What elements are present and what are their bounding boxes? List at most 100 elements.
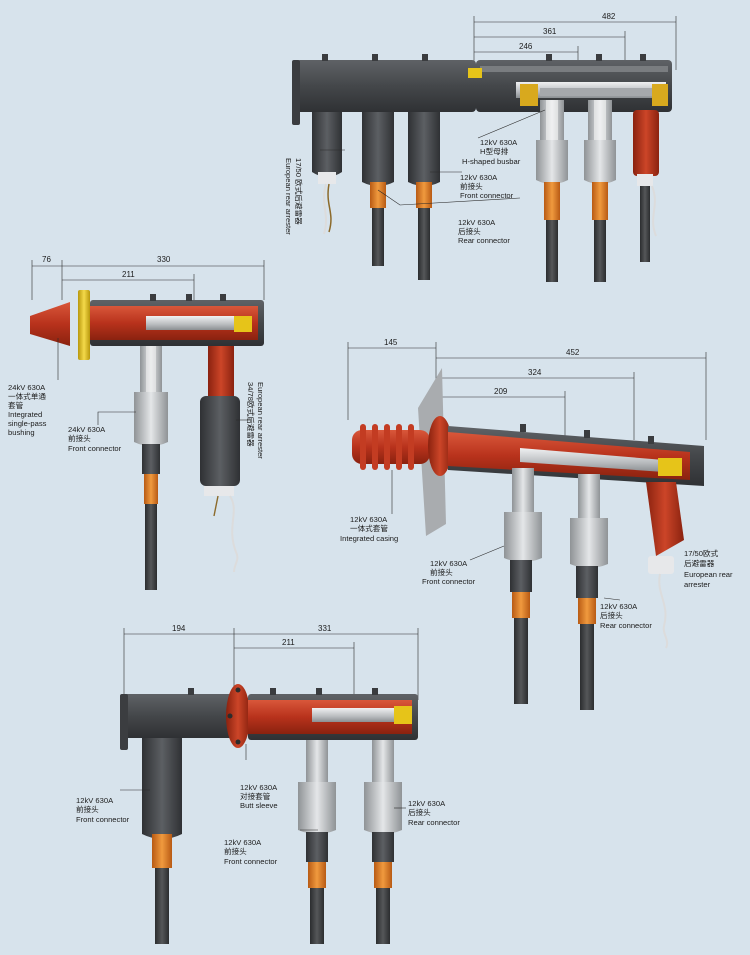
bottom-label-butt-3: Butt sleeve [240,801,278,810]
left-bushing-cone [30,302,70,346]
left-label-front-1: 24kV 630A [68,425,106,434]
bottom-conductor [312,708,398,722]
right-label-rear-2: 后接头 [600,610,623,620]
top-label-busbar-3: H-shaped busbar [462,157,521,166]
left-label-bushing-3: 套管 [8,400,24,410]
right-label-arrester-3: European rear [684,570,733,579]
left-conductor-nut [234,316,252,332]
left-label-bushing-5: single-pass [8,419,47,428]
top-dim-361: 361 [543,27,557,36]
top-label-front-1: 12kV 630A [460,173,498,182]
top-busbar-nut-left [520,84,538,106]
bottom-label-front-left-3: Front connector [76,815,130,824]
bottom-label-butt-1: 12kV 630A [240,783,278,792]
right-dim-209: 209 [494,387,508,396]
top-right-connectors [536,100,659,282]
right-dim-452: 452 [566,348,580,357]
bottom-dimension-lines [123,628,419,700]
left-dimension-lines [31,260,265,300]
figure-bottom-butt-sleeve: 194 331 211 [76,624,460,944]
right-dim-324: 324 [528,368,542,377]
top-label-busbar-2: H型母排 [480,146,509,156]
right-label-casing-2: 一体式套管 [350,523,388,533]
left-dim-330: 330 [157,255,171,264]
bottom-bolts [188,688,378,695]
bottom-label-front-mid-3: Front connector [224,857,278,866]
figure-left-single-pass-bushing: 76 211 330 [8,255,265,590]
right-front-connector [504,468,542,704]
left-dim-211: 211 [122,270,135,279]
bottom-dim-194: 194 [172,624,186,633]
top-dimension-lines [473,16,677,70]
top-busbar-nut-right [652,84,668,106]
top-busbar-housing-left [296,60,476,112]
right-rear-connector [570,474,608,710]
top-label-rear-2: 后接头 [458,226,481,236]
right-ribbed-casing [352,424,430,470]
left-label-bushing-6: bushing [8,428,35,437]
right-conductor-nut [658,458,682,476]
left-bolts [150,294,226,301]
top-leader-lines [320,109,546,206]
bottom-label-rear-3: Rear connector [408,818,460,827]
bottom-left-cable [155,868,169,944]
bottom-butt-flange [226,684,250,748]
left-label-front-2: 前接头 [68,433,91,443]
left-leader-lines [57,338,250,425]
right-label-arrester-2: 后避雷器 [684,558,715,568]
bottom-label-front-left-2: 前接头 [76,804,99,814]
bottom-leader-lines [120,744,406,831]
bottom-front-connector [298,740,336,944]
top-label-rear-3: Rear connector [458,236,510,245]
bottom-left-housing [124,694,232,738]
right-conductor [520,448,664,472]
top-label-front-2: 前接头 [460,181,483,191]
right-label-rear-1: 12kV 630A [600,602,638,611]
right-leader-lines [391,470,621,601]
left-front-connector [134,346,168,590]
left-label-front-3: Front connector [68,444,122,453]
right-label-front-1: 12kV 630A [430,559,468,568]
bottom-label-butt-2: 对接套管 [240,791,271,801]
right-dim-145: 145 [384,338,398,347]
bottom-left-stress-cone [152,834,172,868]
right-label-rear-3: Rear connector [600,621,652,630]
left-label-bushing-1: 24kV 630A [8,383,46,392]
left-label-bushing-4: Integrated [8,410,42,419]
right-rear-arrester [646,482,684,649]
top-busbar-endcap [292,60,300,125]
bottom-label-rear-1: 12kV 630A [408,799,446,808]
right-label-arrester-1: 17/50欧式 [684,548,719,558]
top-label-front-3: Front connector [460,191,514,200]
top-dim-482: 482 [602,12,616,21]
right-label-front-2: 前接头 [430,567,453,577]
left-label-arrester-1: European rear arrester [256,382,265,459]
bottom-left-leg [142,738,182,839]
bottom-dim-211: 211 [282,638,295,647]
top-label-arrester-1: 17/50 欧式后避雷器 [294,158,304,225]
bottom-label-front-mid-1: 12kV 630A [224,838,262,847]
figure-right-integrated-casing: 145 452 324 209 [340,338,733,710]
right-bolts [520,424,654,444]
bottom-conductor-nut [394,706,412,724]
bottom-dim-331: 331 [318,624,332,633]
bottom-left-endcap [120,694,128,750]
right-label-front-3: Front connector [422,577,476,586]
top-busbar-cut-edge [480,66,668,72]
right-label-arrester-4: arrester [684,580,711,589]
top-dim-246: 246 [519,42,533,51]
right-dimension-lines [347,342,707,440]
top-busbar-center-nut [468,68,482,78]
figure-top-h-busbar: 482 361 246 [284,12,677,282]
left-conductor [146,316,234,330]
top-left-connectors [312,112,440,280]
left-rear-arrester [200,346,240,573]
top-label-rear-1: 12kV 630A [458,218,496,227]
right-casing-flange [428,416,452,476]
bottom-flange-bolts [227,687,241,745]
bottom-label-front-mid-2: 前接头 [224,846,247,856]
right-label-casing-3: Integrated casing [340,534,398,543]
left-bushing-flange [78,290,90,360]
